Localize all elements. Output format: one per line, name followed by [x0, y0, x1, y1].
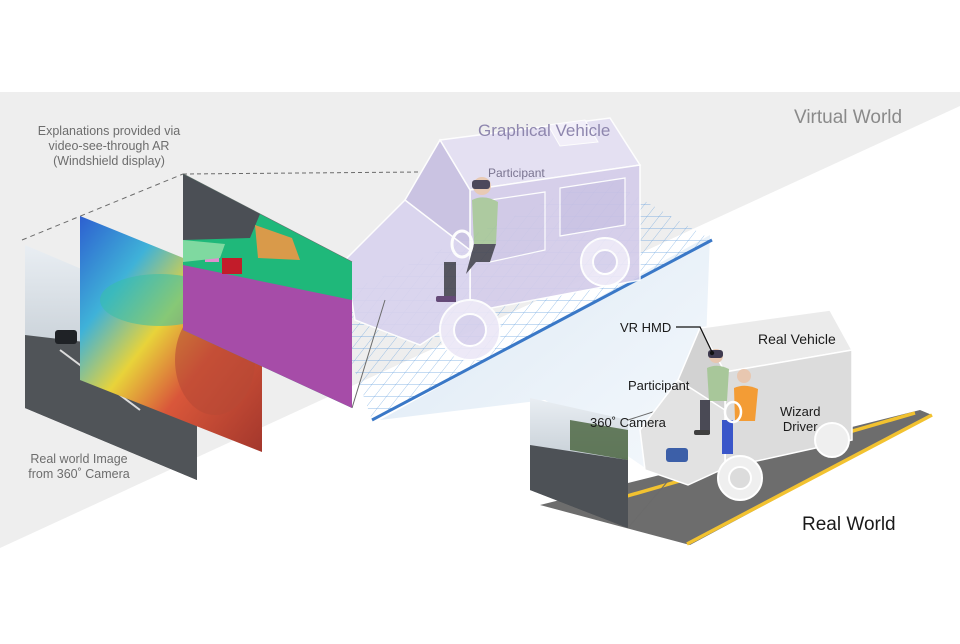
- real-vehicle: [639, 309, 854, 501]
- explanations-line: video-see-through AR: [48, 138, 170, 153]
- vr-hmd-pointer: [676, 326, 715, 356]
- real-image-line: from 360˚ Camera: [28, 466, 130, 481]
- wizard-driver-label: Wizard Driver: [780, 404, 820, 435]
- wizard-driver-line: Driver: [782, 419, 818, 435]
- explanations-line: Explanations provided via: [37, 124, 181, 138]
- explanations-line: (Windshield display): [53, 153, 165, 168]
- virtual-participant: [436, 177, 498, 302]
- graphical-vehicle-label: Graphical Vehicle: [478, 121, 611, 140]
- real-image-label: Real world Image from 360˚ Camera: [0, 452, 158, 482]
- real-world-label: Real World: [802, 514, 896, 535]
- real-vehicle-label: Real Vehicle: [758, 331, 836, 347]
- camera-image-panel: [530, 398, 691, 529]
- graphical-vehicle: [344, 117, 642, 361]
- segmentation-panel: [183, 174, 352, 408]
- wizard-driver-line: Wizard: [780, 404, 821, 419]
- grid-floor-edge: [371, 238, 713, 422]
- explanations-label: Explanations provided via video-see-thro…: [0, 124, 218, 168]
- wizard-driver: [722, 369, 758, 454]
- real-participant-label: Participant: [628, 378, 690, 393]
- virtual-participant-label: Participant: [488, 166, 545, 180]
- camera-device: [666, 448, 688, 462]
- camera-360-label: 360˚ Camera: [590, 415, 666, 430]
- vr-hmd-label: VR HMD: [620, 320, 672, 335]
- real-image-line: Real world Image: [30, 452, 128, 466]
- virtual-world-label: Virtual World: [794, 107, 903, 128]
